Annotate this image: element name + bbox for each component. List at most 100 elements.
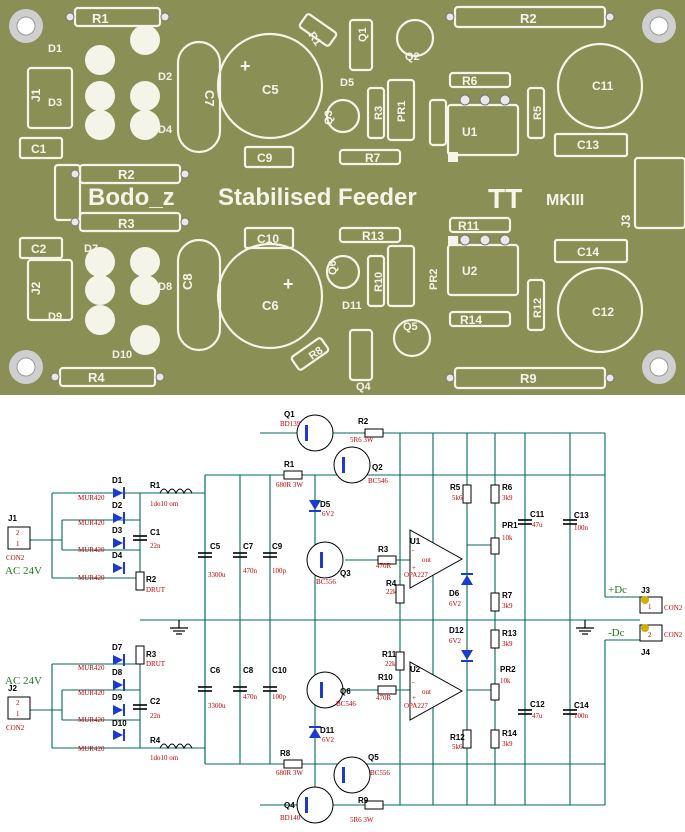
sch-con-right-1: CON2 <box>664 604 683 612</box>
sch-q6-value: BC546 <box>336 700 356 708</box>
sch-j3: J3 <box>641 586 650 595</box>
ceramic-capacitors <box>18 132 629 264</box>
sch-c5: C5 <box>210 542 221 551</box>
sch-u2-out: out <box>422 688 431 696</box>
sch-c12: C12 <box>530 700 545 709</box>
sch-j2: J2 <box>8 684 17 693</box>
sch-d12-value: 6V2 <box>449 637 462 645</box>
sch-r14: R14 <box>502 729 517 738</box>
sch-r13-value: 3k9 <box>502 640 513 648</box>
pcb-label-q1: Q1 <box>357 27 369 42</box>
sch-r3-value: DRUT <box>146 660 166 668</box>
sch-c7: C7 <box>243 542 254 551</box>
schematic-inductors <box>159 488 193 750</box>
pcb-label-j1: J1 <box>29 88 43 102</box>
pcb-label-c14: C14 <box>577 245 599 259</box>
pcb-board <box>0 0 685 395</box>
schematic-resistors <box>135 428 500 810</box>
sch-c11: C11 <box>530 510 545 519</box>
sch-c2-value: 22n <box>150 712 161 720</box>
pcb-label-r2: R2 <box>520 11 537 26</box>
sch-j1-pin2: 2 <box>16 529 20 537</box>
sch-ac-top: AC 24V <box>5 565 42 577</box>
pcb-label-r5: R5 <box>532 106 544 120</box>
pcb-label-r4: R4 <box>88 370 105 385</box>
pcb-label-d5: D5 <box>340 77 354 89</box>
sch-j2-pin1: 1 <box>16 710 20 718</box>
sch-r4-value: 1do10 om <box>150 754 179 762</box>
pcb-label-d1: D1 <box>48 43 62 55</box>
sch-r7: R7 <box>502 591 513 600</box>
pcb-label-r12: R12 <box>532 298 544 318</box>
pcb-label-q6: Q6 <box>327 260 339 275</box>
sch-d4: D4 <box>112 551 123 560</box>
sch-c1: C1 <box>150 528 161 537</box>
sch-r6: R6 <box>502 483 513 492</box>
pcb-layout-view: R1 R2 R2 R3 R4 R9 R6 R7 R11 R13 R14 D1 D… <box>0 0 685 395</box>
sch-d9: D9 <box>112 693 123 702</box>
sch-c6-value: 3300u <box>208 702 226 710</box>
pcb-title-name: Stabilised Feeder <box>218 184 417 211</box>
pcb-label-q5: Q5 <box>403 321 418 333</box>
sch-c5-value: 3300u <box>208 571 226 579</box>
sch-r7-value: 3k9 <box>502 602 513 610</box>
sch-pr2-value: 10k <box>500 677 511 685</box>
pcb-label-plus-c6: + <box>283 274 294 294</box>
pcb-label-pr1: PR1 <box>396 101 408 122</box>
sch-r1: R1 <box>150 481 161 490</box>
sch-q4-value: BD140 <box>280 814 301 822</box>
pcb-label-d8: D8 <box>158 281 172 293</box>
sch-q2-value: BC546 <box>368 477 388 485</box>
mounting-holes <box>9 9 676 384</box>
pcb-label-d9: D9 <box>48 311 62 323</box>
pcb-label-r2b: R2 <box>118 167 135 182</box>
sch-c8: C8 <box>243 666 254 675</box>
pcb-label-d4: D4 <box>158 124 173 136</box>
sch-c7-value: 470n <box>243 567 258 575</box>
pcb-label-c7: C7 <box>202 90 217 107</box>
sch-r13: R13 <box>502 629 517 638</box>
sch-r1-value: 1do10 om <box>150 500 179 508</box>
pcb-label-r10: R10 <box>373 272 385 292</box>
sch-r8-value: 680R 3W <box>276 769 303 777</box>
sch-q5: Q5 <box>368 753 379 762</box>
sch-r1b-value: 680R 3W <box>276 481 303 489</box>
pcb-label-d7: D7 <box>84 243 98 255</box>
sch-c11-value: 47u <box>532 521 543 529</box>
sch-u1-plus: + <box>412 564 416 572</box>
pcb-label-c10: C10 <box>257 232 279 246</box>
sch-q3-value: BC556 <box>316 578 336 586</box>
sch-j4: J4 <box>641 648 650 657</box>
pcb-label-u2: U2 <box>462 264 478 278</box>
sch-r1b: R1 <box>284 460 295 469</box>
sch-c9-value: 100p <box>272 567 287 575</box>
schematic-capacitors <box>133 519 577 715</box>
sch-r2: R2 <box>146 575 157 584</box>
sch-c10-value: 100p <box>272 693 287 701</box>
sch-r12-value: 5k6 <box>452 743 463 751</box>
schematic-transistors <box>296 414 371 824</box>
schematic-view: J1 J2 J3 J4 2 1 2 1 1 2 CON2 CON2 CON2 C… <box>5 410 683 824</box>
pcb-label-d10: D10 <box>112 349 132 361</box>
sch-mur-6: MUR420 <box>78 689 105 697</box>
sch-d8: D8 <box>112 668 123 677</box>
ground-symbols <box>170 620 594 635</box>
sch-r11: R11 <box>382 650 397 659</box>
pcb-label-r3: R3 <box>118 216 135 231</box>
sch-r12: R12 <box>450 733 465 742</box>
pcb-label-r7: R7 <box>365 151 381 165</box>
sch-d11-value: 6V2 <box>322 736 335 744</box>
sch-j4-pin2: 2 <box>648 631 652 639</box>
pcb-label-r6: R6 <box>462 74 478 88</box>
sch-ac-bottom: AC 24V <box>5 675 42 687</box>
sch-d2: D2 <box>112 501 123 510</box>
sch-pr2: PR2 <box>500 665 516 674</box>
sch-r11-value: 22k <box>385 660 396 668</box>
sch-r2-value: DRUT <box>146 586 166 594</box>
sch-j1: J1 <box>8 514 17 523</box>
sch-mur-4: MUR420 <box>78 574 105 582</box>
sch-d12: D12 <box>449 626 464 635</box>
pcb-silk-labels: R1 R2 R2 R3 R4 R9 R6 R7 R11 R13 R14 D1 D… <box>29 11 633 393</box>
pcb-label-r9: R9 <box>520 371 537 386</box>
pcb-label-c6: C6 <box>262 298 279 313</box>
